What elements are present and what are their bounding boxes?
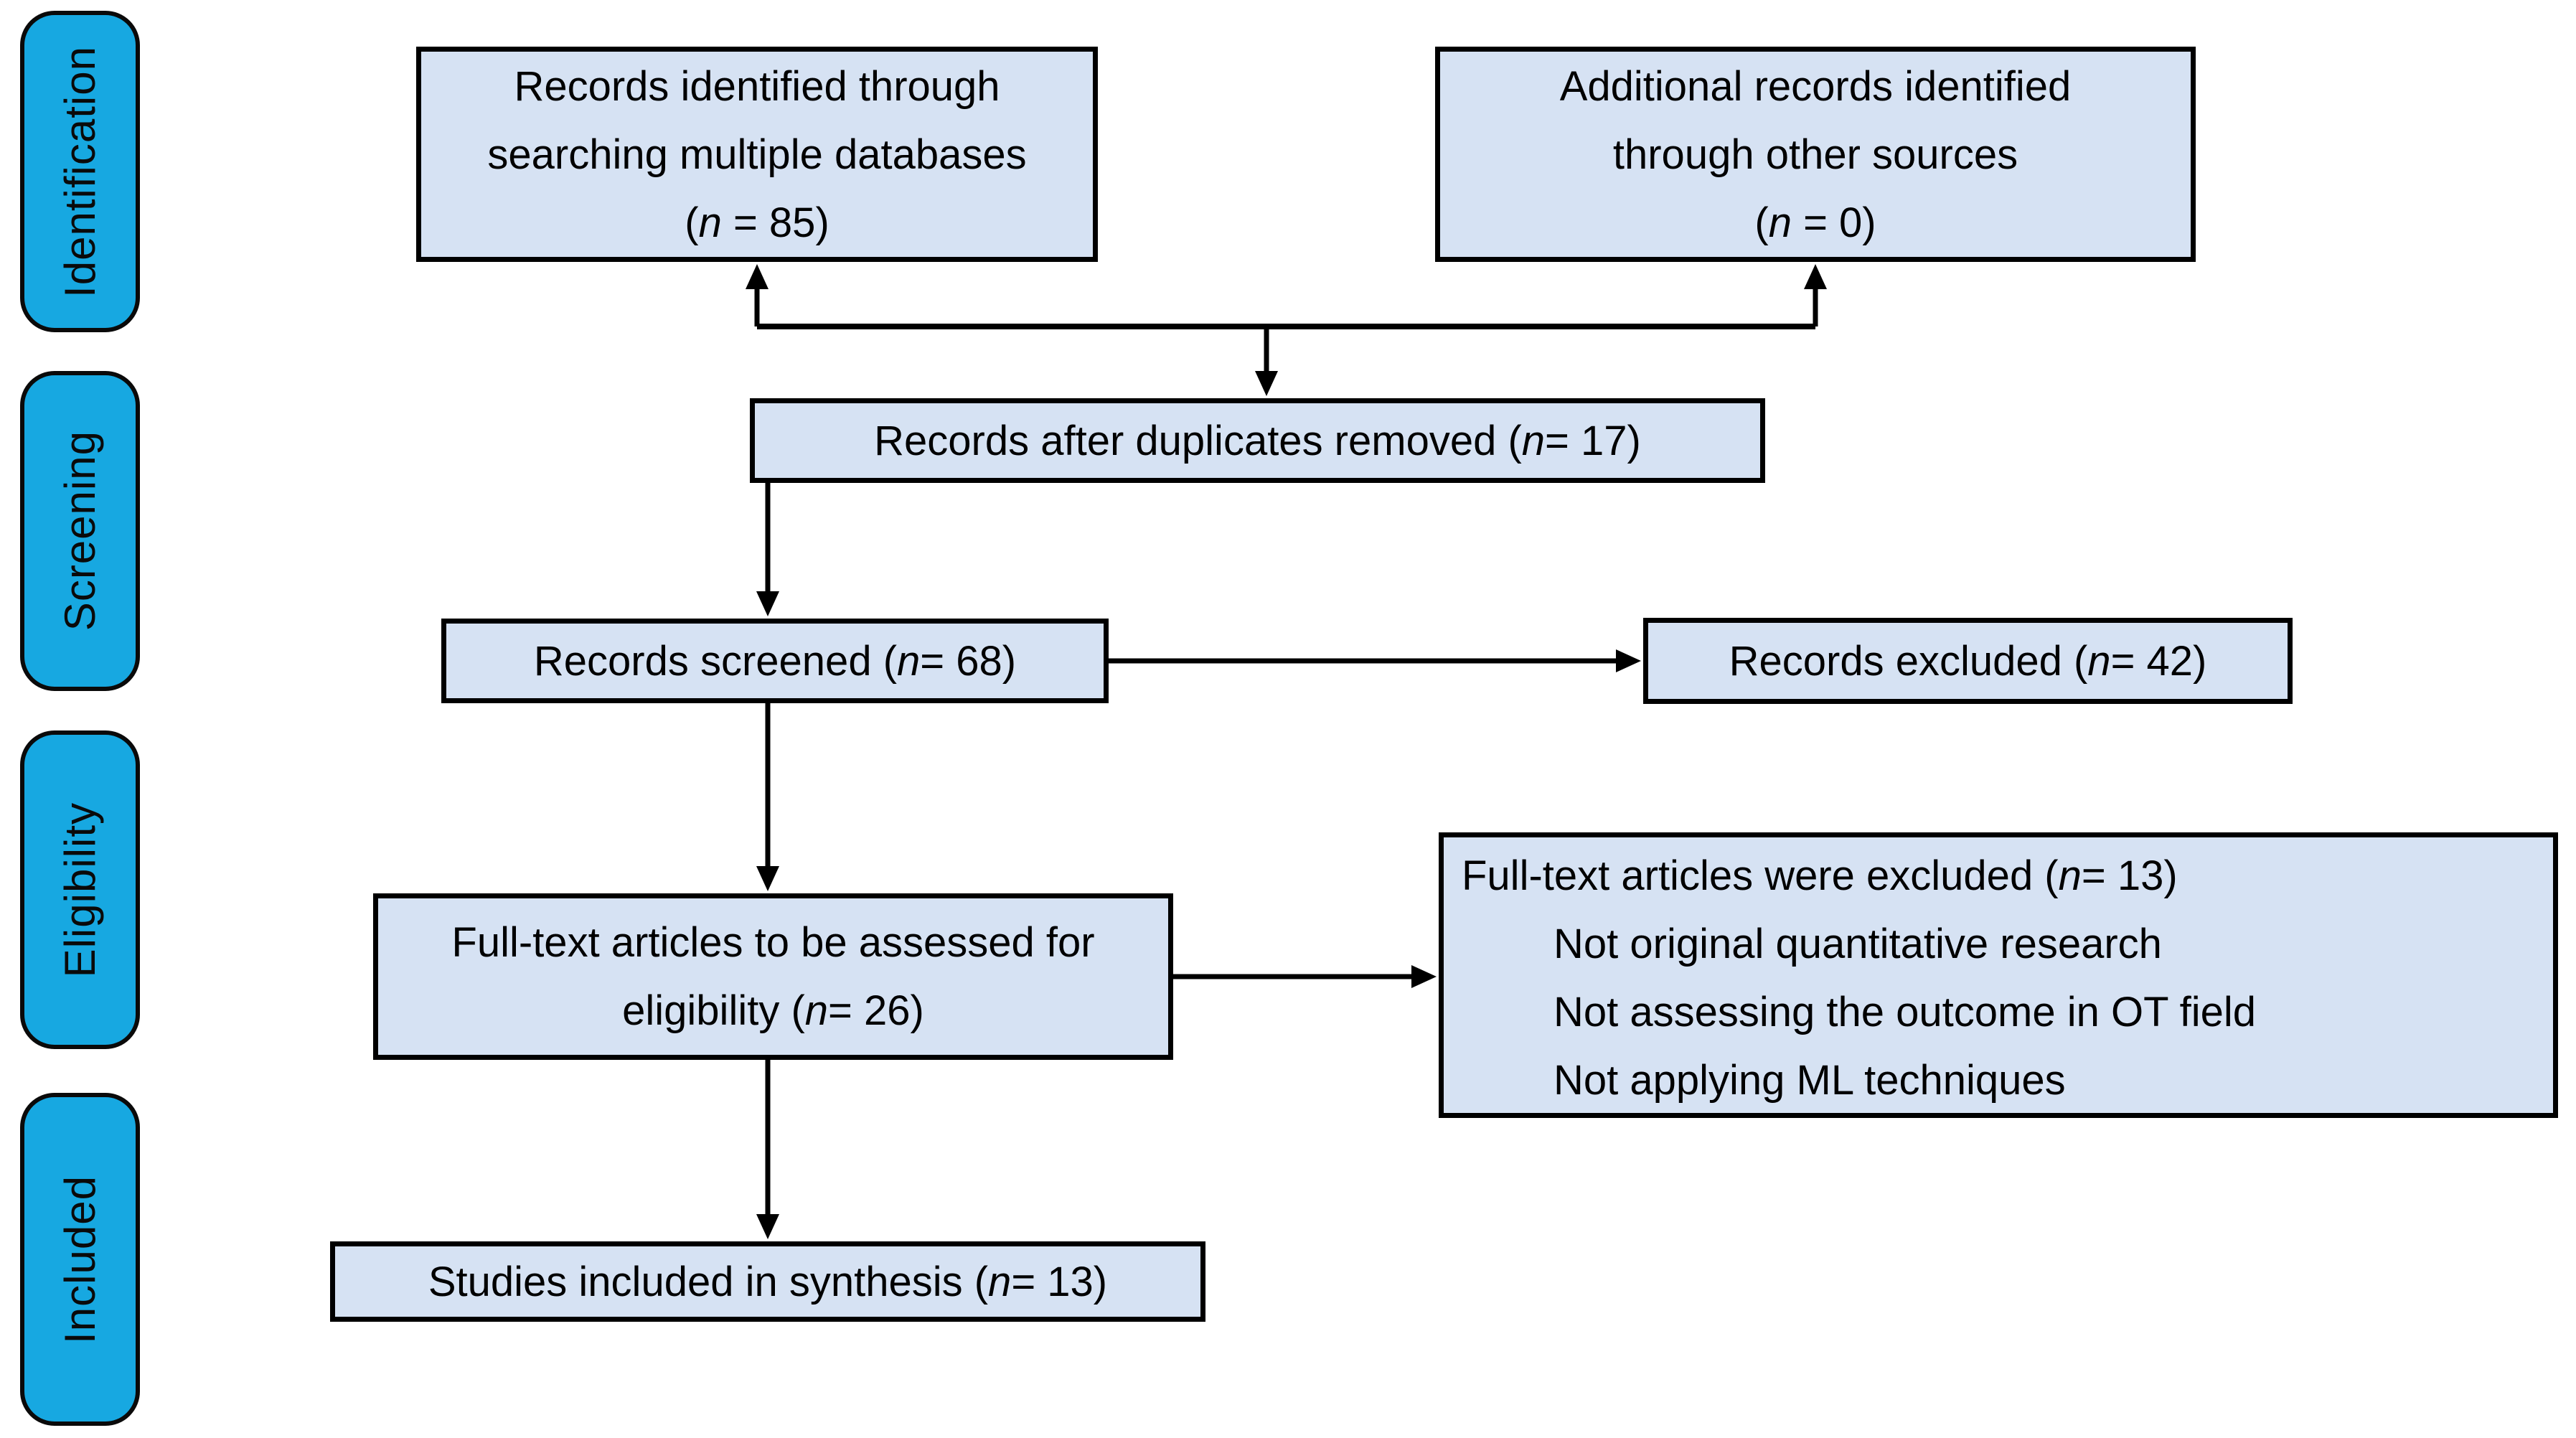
box-text-segment: eligibility (	[622, 987, 805, 1034]
box-text-segment: Additional records identified	[1559, 62, 2072, 110]
box-text-line: (n = 85)	[685, 189, 829, 257]
box-text-segment: Studies included in synthesis (	[428, 1258, 989, 1305]
box-text-segment: = 85)	[721, 199, 829, 246]
stage-included: Included	[20, 1093, 140, 1426]
node-records-identified: Records identified through searching mult…	[416, 47, 1098, 262]
node-fulltext-excluded: Full-text articles were excluded (n= 13)…	[1439, 832, 2558, 1118]
box-text-segment: Not assessing the outcome in OT field	[1553, 989, 2256, 1035]
node-records-excluded: Records excluded (n= 42)	[1643, 618, 2293, 704]
box-text-segment: (	[685, 199, 699, 246]
box-text-segment: Records after duplicates removed (	[874, 417, 1522, 464]
stage-screening: Screening	[20, 371, 140, 691]
box-text-segment: = 13)	[2081, 852, 2178, 899]
box-text-segment: Full-text articles to be assessed for	[451, 919, 1095, 966]
stage-eligibility: Eligibility	[20, 730, 140, 1049]
count-variable: n	[1521, 417, 1546, 464]
node-records-screened: Records screened (n= 68)	[441, 619, 1109, 703]
count-variable: n	[698, 199, 722, 246]
stage-screening-label: Screening	[56, 431, 104, 631]
box-text-segment: Records excluded (	[1729, 637, 2088, 685]
box-text-line: Records after duplicates removed (n= 17)	[874, 407, 1641, 475]
box-text-line: Records identified through	[514, 52, 1000, 121]
node-additional-records: Additional records identified through oth…	[1435, 47, 2196, 262]
arrow-screened-to-fulltext	[756, 703, 779, 891]
count-variable: n	[988, 1258, 1012, 1305]
arrow-screened-to-excluded	[1109, 649, 1641, 672]
box-text-segment: Not applying ML techniques	[1553, 1057, 2066, 1104]
box-text-segment: searching multiple databases	[487, 131, 1027, 178]
stage-eligibility-label: Eligibility	[56, 802, 104, 978]
count-variable: n	[2058, 852, 2082, 899]
box-text-segment: = 13)	[1011, 1258, 1108, 1305]
arrow-fulltext-to-included	[756, 1060, 779, 1239]
count-variable: n	[2087, 637, 2111, 685]
box-text-segment: = 68)	[920, 637, 1017, 685]
box-text-line: Not assessing the outcome in OT field	[1462, 978, 2256, 1046]
node-fulltext-assessed: Full-text articles to be assessed for eli…	[373, 893, 1173, 1060]
stage-identification-label: Identification	[56, 45, 104, 298]
arrow-up-to-additional	[1804, 264, 1827, 326]
box-text-segment: = 42)	[2110, 637, 2207, 685]
box-text-line: through other sources	[1613, 121, 2018, 189]
box-text-line: Not original quantitative research	[1462, 910, 2162, 978]
box-text-line: eligibility (n= 26)	[622, 977, 924, 1045]
stage-identification: Identification	[20, 11, 140, 332]
box-text-line: Additional records identified	[1560, 52, 2072, 121]
box-text-segment: Full-text articles were excluded (	[1462, 852, 2059, 899]
box-text-line: Full-text articles to be assessed for	[451, 908, 1094, 977]
box-text-line: Records screened (n= 68)	[534, 627, 1016, 695]
box-text-segment: = 17)	[1545, 417, 1641, 464]
box-text-line: Studies included in synthesis (n= 13)	[428, 1248, 1107, 1316]
node-duplicates-removed: Records after duplicates removed (n= 17)	[750, 398, 1765, 483]
box-text-line: Not applying ML techniques	[1462, 1046, 2066, 1114]
stage-included-label: Included	[56, 1175, 104, 1344]
box-text-line: searching multiple databases	[487, 121, 1026, 189]
arrow-down-to-duplicates	[1255, 326, 1278, 396]
box-text-line: Full-text articles were excluded (n= 13)	[1462, 842, 2178, 910]
count-variable: n	[804, 987, 829, 1034]
box-text-segment: through other sources	[1612, 131, 2018, 178]
node-studies-included: Studies included in synthesis (n= 13)	[330, 1241, 1205, 1322]
box-text-segment: = 0)	[1791, 199, 1876, 246]
count-variable: n	[1768, 199, 1792, 246]
box-text-segment: = 26)	[828, 987, 924, 1034]
box-text-segment: (	[1754, 199, 1769, 246]
arrow-up-to-identified	[746, 264, 768, 326]
box-text-line: (n = 0)	[1754, 189, 1876, 257]
arrow-duplicates-to-screened	[756, 483, 779, 616]
box-text-segment: Records screened (	[533, 637, 898, 685]
box-text-segment: Records identified through	[514, 62, 1000, 110]
count-variable: n	[897, 637, 921, 685]
arrow-fulltext-to-fulltext-excluded	[1173, 965, 1437, 988]
box-text-line: Records excluded (n= 42)	[1729, 627, 2207, 695]
box-text-segment: Not original quantitative research	[1553, 921, 2162, 967]
